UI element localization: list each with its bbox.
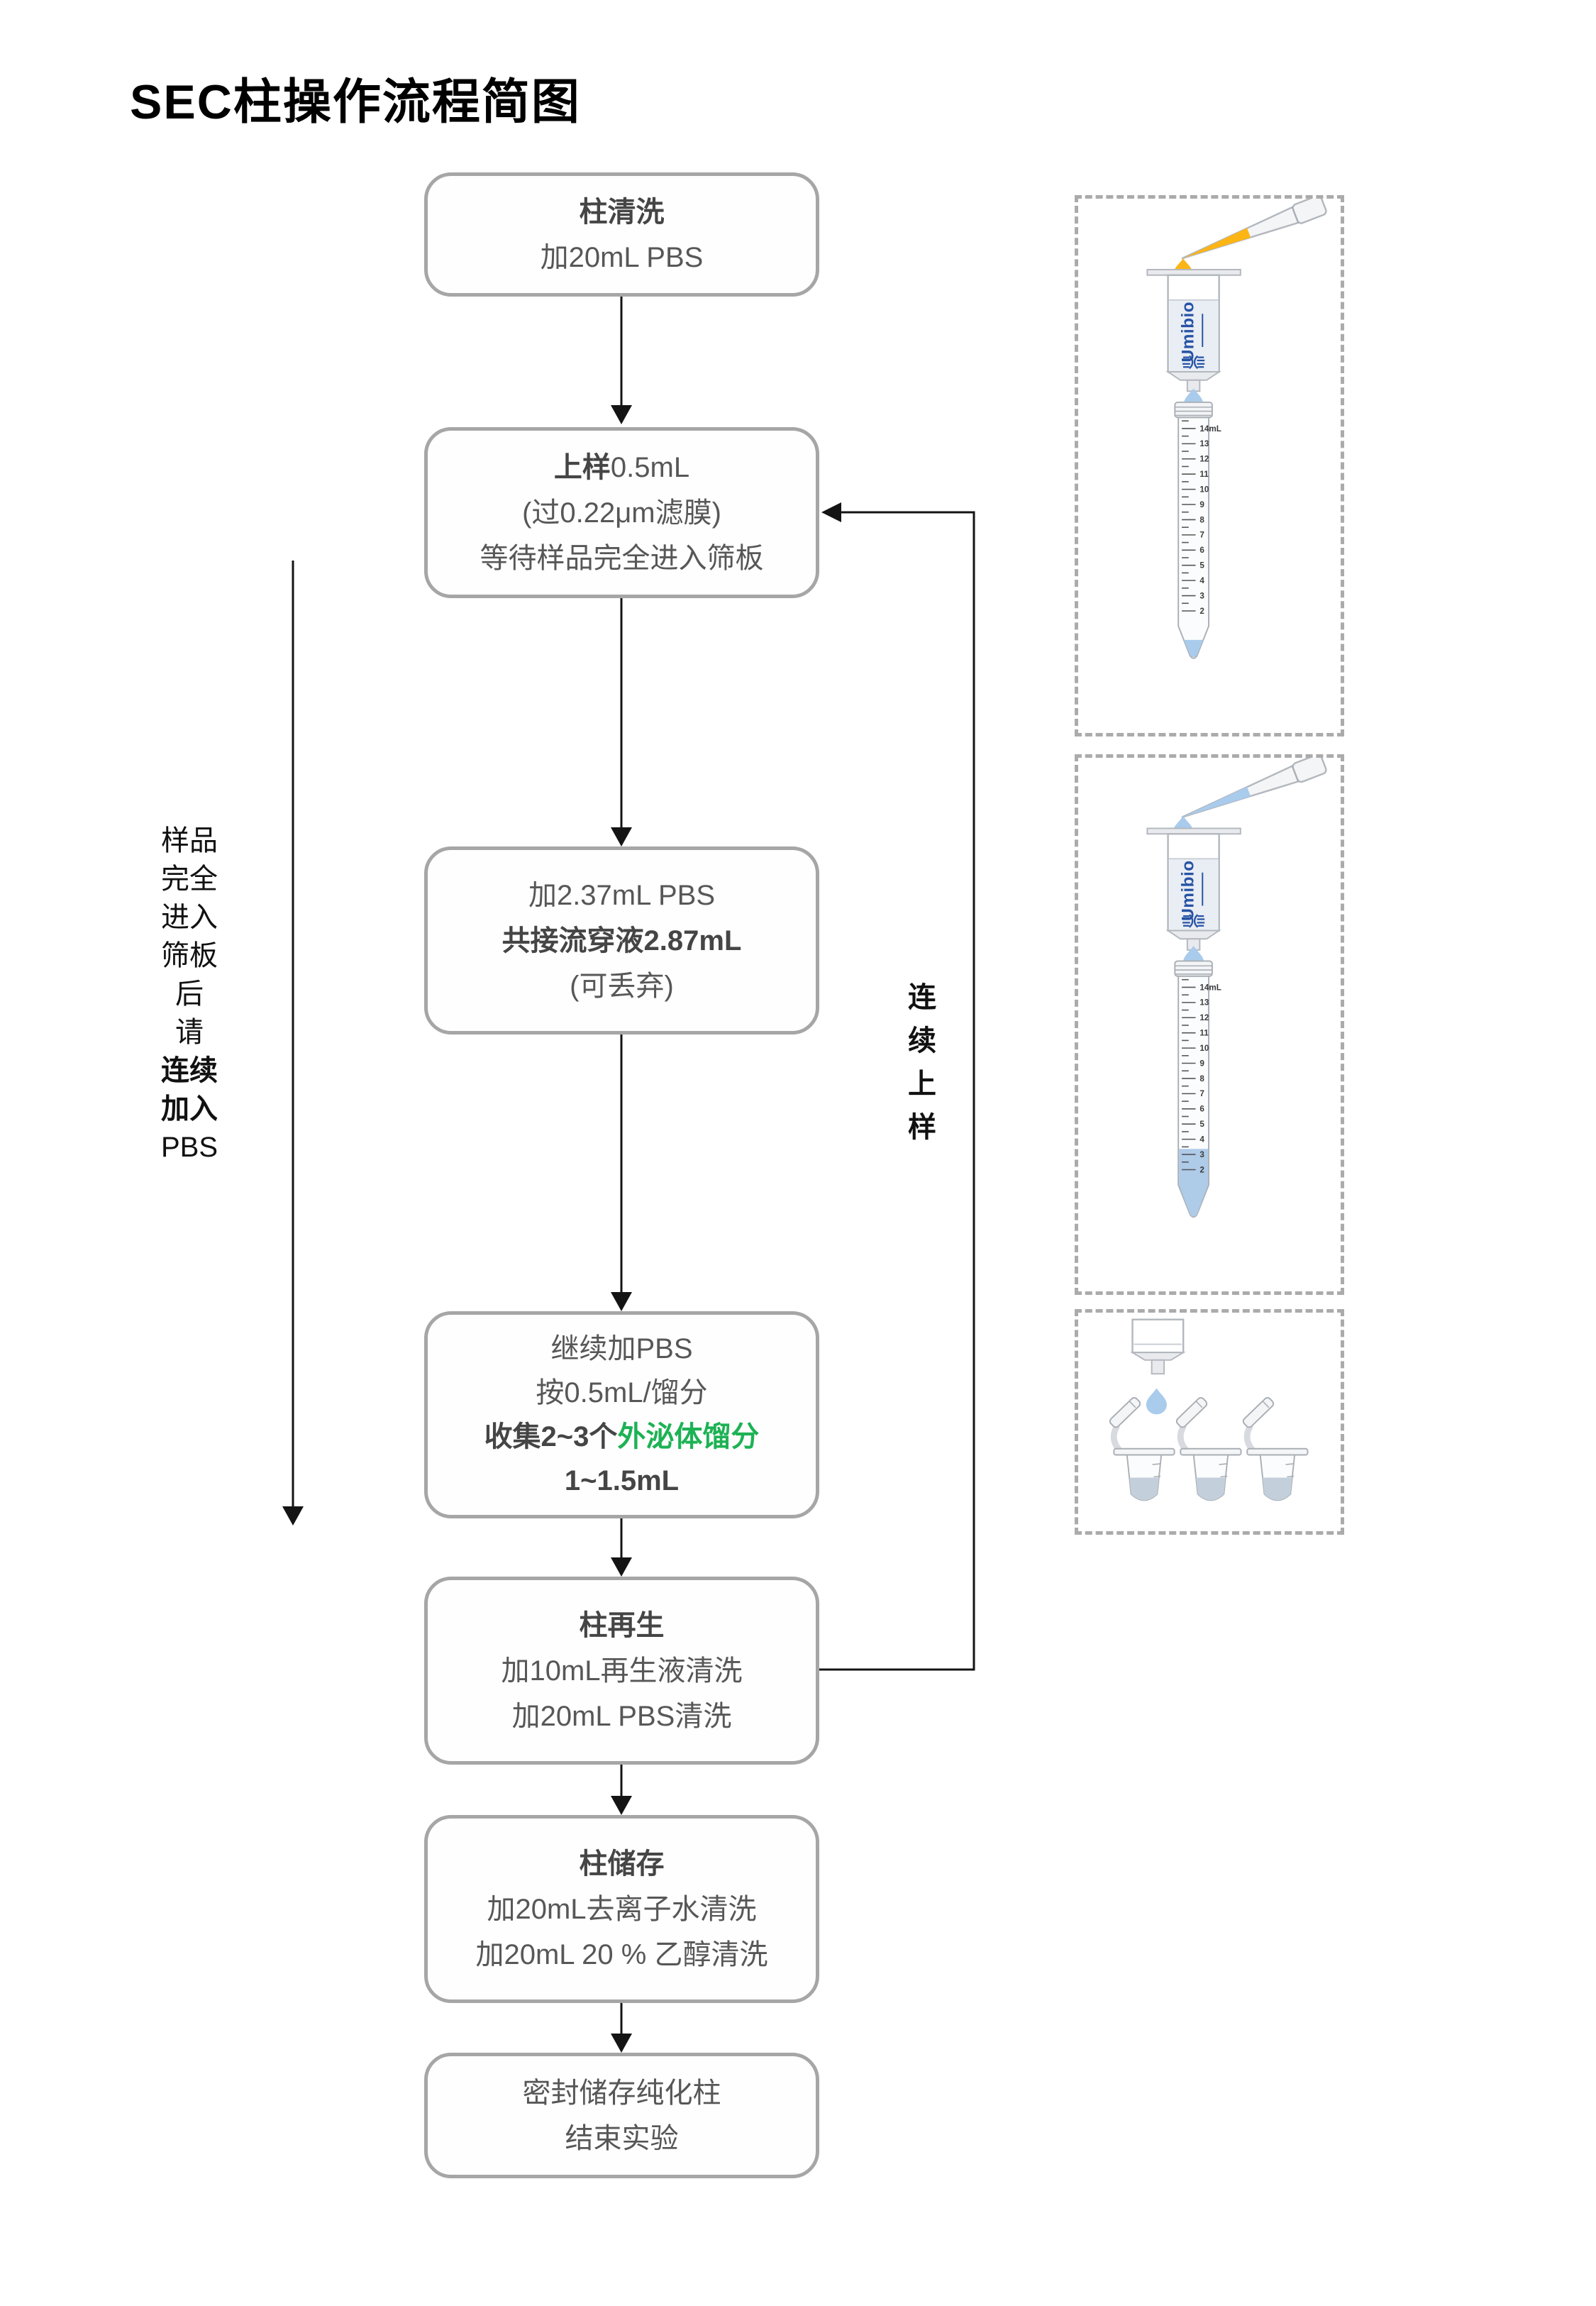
svg-text:14mL: 14mL <box>1199 983 1221 992</box>
svg-text:12: 12 <box>1199 455 1209 464</box>
microtube-icon <box>1109 1397 1175 1501</box>
note-line: 完全 <box>161 864 218 895</box>
svg-text:9: 9 <box>1199 1059 1204 1068</box>
box-line: 上样0.5mL <box>553 451 690 483</box>
svg-text:14mL: 14mL <box>1199 424 1221 434</box>
page-title: SEC柱操作流程简图 <box>130 75 581 129</box>
box-line: 结束实验 <box>565 2122 679 2154</box>
brand-logo: Umibio <box>1179 860 1198 920</box>
box-title: 柱清洗 <box>579 196 665 228</box>
svg-text:10: 10 <box>1199 485 1209 495</box>
droplet-icon <box>1146 1388 1167 1415</box>
column-outlet-icon <box>1130 1318 1186 1375</box>
tube-scale: 14mL 13 12 11 10 9 8 7 6 5 4 3 2 <box>1182 420 1221 616</box>
svg-text:7: 7 <box>1199 1089 1204 1098</box>
svg-text:9: 9 <box>1199 500 1204 509</box>
flow-box-column-storage: 柱储存 加20mL去离子水清洗 加20mL 20 % 乙醇清洗 <box>424 1815 819 2003</box>
illustration-panel-fraction-collection <box>1075 1309 1344 1535</box>
flow-box-flowthrough: 加2.37mL PBS 共接流穿液2.87mL (可丢弃) <box>424 846 819 1035</box>
box-line: 加20mL PBS清洗 <box>511 1700 732 1732</box>
svg-text:11: 11 <box>1199 1029 1209 1038</box>
box-line: (可丢弃) <box>570 970 674 1002</box>
pipette-icon <box>1181 758 1327 819</box>
box-line: 按0.5mL/馏分 <box>536 1377 708 1408</box>
dna-icon <box>1182 355 1205 370</box>
note-line: 样品 <box>161 825 218 856</box>
box-line: 加20mL去离子水清洗 <box>487 1893 757 1925</box>
microtube-icon <box>1175 1397 1242 1501</box>
note-line: 后 <box>175 978 204 1010</box>
svg-text:3: 3 <box>1199 591 1204 600</box>
svg-text:10: 10 <box>1199 1044 1209 1053</box>
spin-column-icon: Umibio <box>1146 827 1241 951</box>
svg-text:6: 6 <box>1199 1105 1204 1114</box>
box-line: 收集2~3个外泌体馏分 <box>484 1421 760 1452</box>
box-line: 加20mL 20 % 乙醇清洗 <box>475 1938 768 1970</box>
svg-text:6: 6 <box>1199 546 1204 555</box>
note-line: PBS <box>160 1132 218 1163</box>
flow-box-sample-load: 上样0.5mL (过0.22μm滤膜) 等待样品完全进入筛板 <box>424 427 819 598</box>
svg-text:5: 5 <box>1199 561 1204 570</box>
box-line: 等待样品完全进入筛板 <box>480 542 764 574</box>
illustration-panel-sample-load: Umibio 14mL 13 12 11 10 9 8 7 6 5 4 3 2 <box>1075 195 1344 737</box>
svg-text:2: 2 <box>1199 1165 1204 1174</box>
note-line: 请 <box>175 1017 204 1048</box>
svg-text:11: 11 <box>1199 470 1209 479</box>
svg-text:5: 5 <box>1199 1120 1204 1129</box>
box-line: (过0.22μm滤膜) <box>522 497 721 529</box>
box-line: 加2.37mL PBS <box>528 879 716 911</box>
brand-logo: Umibio <box>1179 302 1198 362</box>
box-line: 密封储存纯化柱 <box>522 2077 721 2109</box>
box-line: 加10mL再生液清洗 <box>501 1655 743 1687</box>
svg-text:13: 13 <box>1199 439 1209 448</box>
tube-scale: 14mL 13 12 11 10 9 8 7 6 5 4 3 2 <box>1182 978 1221 1174</box>
box-title: 柱储存 <box>579 1848 665 1880</box>
illustration-panel-elution: Umibio 14mL 13 12 11 10 9 8 7 6 5 4 3 2 <box>1075 754 1344 1295</box>
svg-text:8: 8 <box>1199 515 1204 524</box>
box-line: 继续加PBS <box>550 1333 693 1364</box>
dna-icon <box>1182 914 1205 928</box>
svg-text:13: 13 <box>1199 998 1209 1008</box>
pipette-icon <box>1181 199 1327 260</box>
note-line: 进入 <box>161 902 218 933</box>
note-line: 连续 <box>161 1055 218 1086</box>
tube-icon: 14mL 13 12 11 10 9 8 7 6 5 4 3 2 <box>1174 401 1221 659</box>
box-line: 共接流穿液2.87mL <box>501 925 742 956</box>
svg-text:4: 4 <box>1199 576 1204 585</box>
flow-box-column-regeneration: 柱再生 加10mL再生液清洗 加20mL PBS清洗 <box>424 1577 819 1765</box>
svg-text:4: 4 <box>1199 1135 1204 1144</box>
box-line: 加20mL PBS <box>540 241 704 273</box>
flow-box-collect-fractions: 继续加PBS 按0.5mL/馏分 收集2~3个外泌体馏分 1~1.5mL <box>424 1311 819 1518</box>
flow-box-end-experiment: 密封储存纯化柱 结束实验 <box>424 2053 819 2178</box>
arrow-loop-reload <box>819 511 975 1671</box>
svg-text:8: 8 <box>1199 1074 1204 1083</box>
box-title: 柱再生 <box>579 1609 665 1641</box>
svg-text:7: 7 <box>1199 531 1204 540</box>
loop-label-continuous-loading: 连续上样 <box>908 982 936 1143</box>
svg-text:12: 12 <box>1199 1013 1209 1022</box>
note-line: 加入 <box>161 1093 218 1125</box>
svg-text:2: 2 <box>1199 607 1204 616</box>
flow-box-column-wash: 柱清洗 加20mL PBS <box>424 172 819 297</box>
note-line: 筛板 <box>161 940 218 971</box>
spin-column-icon: Umibio <box>1146 269 1241 392</box>
side-note-continuous-pbs: 样品 完全 进入 筛板 后 请 连续 加入 PBS <box>147 822 232 1166</box>
tube-icon: 14mL 13 12 11 10 9 8 7 6 5 4 3 2 <box>1174 960 1221 1218</box>
svg-text:3: 3 <box>1199 1150 1204 1159</box>
box-line: 1~1.5mL <box>564 1465 680 1496</box>
microtube-icon <box>1242 1397 1309 1501</box>
